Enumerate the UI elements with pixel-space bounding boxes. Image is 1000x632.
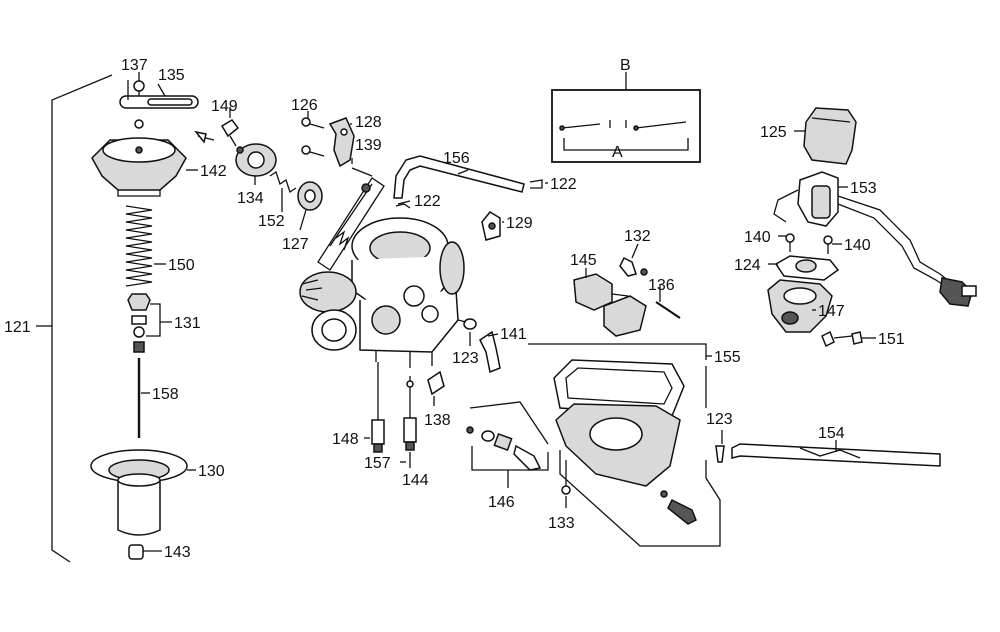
part-134-choke-cover [194,130,277,177]
label-122-right: 122 [550,176,577,193]
float-bowl [553,359,697,525]
label-122-center: 122 [414,193,441,210]
label-123-right: 123 [706,411,733,428]
label-131: 131 [174,315,201,332]
part-127-choke-plunger [297,181,323,211]
label-155: 155 [714,349,741,366]
part-150-spring [125,205,153,287]
label-140-left: 140 [744,229,771,246]
label-141: 141 [500,326,527,343]
part-151-screws [821,330,863,348]
leader-lines-center [229,107,549,488]
box-b-a [551,72,701,163]
label-A: A [612,144,623,161]
leader-lines-left [138,72,198,552]
part-126-screws [301,117,325,157]
label-145: 145 [570,252,597,269]
part-138-bracket [427,370,445,396]
part-143-cap [128,544,144,560]
label-135: 135 [158,67,185,84]
part-135-bracket [119,80,199,109]
part-122-clips [395,179,543,209]
part-152-choke-spring [269,170,297,194]
part-139-pilot-screw-set [317,177,385,271]
label-140-right: 140 [844,237,871,254]
part-153-auto-choke [773,171,977,307]
label-128: 128 [355,114,382,131]
label-130: 130 [198,463,225,480]
leader-lines-right [768,130,876,339]
label-132: 132 [624,228,651,245]
label-136: 136 [648,277,675,294]
label-148: 148 [332,431,359,448]
label-126: 126 [291,97,318,114]
label-129: 129 [506,215,533,232]
label-134: 134 [237,190,264,207]
label-123-center: 123 [452,350,479,367]
part-133-screw [561,460,571,495]
part-147-holder [767,279,833,333]
label-143: 143 [164,544,191,561]
label-157: 157 [364,455,391,472]
part-148-drain-screw [371,362,385,453]
label-121: 121 [4,319,31,336]
assembly-121-bracket [36,74,113,563]
assembly-155-bracket [528,343,721,547]
label-154: 154 [818,425,845,442]
carburetor-body [299,217,465,368]
part-123-clip-center [457,318,477,330]
part-140-screws [785,233,833,254]
leader-lines-float [565,243,837,508]
label-139: 139 [355,137,382,154]
part-141-elbow-hose [479,330,501,374]
part-123-clip-right [715,445,725,463]
part-129-clamp [481,211,501,241]
label-127: 127 [282,236,309,253]
label-150: 150 [168,257,195,274]
label-152: 152 [258,213,285,230]
part-136-float-pin [655,301,681,319]
label-156: 156 [443,150,470,167]
label-146: 146 [488,494,515,511]
label-142: 142 [200,163,227,180]
label-158: 158 [152,386,179,403]
label-125: 125 [760,124,787,141]
label-138: 138 [424,412,451,429]
part-124-gasket [774,255,840,281]
part-156-fuel-hose [393,155,525,199]
part-154-drain-hose [731,443,941,467]
label-149: 149 [211,98,238,115]
label-151: 151 [878,331,905,348]
part-125-boot [803,107,857,165]
part-146-needle-jet-set [466,401,549,471]
label-133: 133 [548,515,575,532]
label-137: 137 [121,57,148,74]
part-157-jet [403,376,417,451]
part-130-diaphragm-slide [90,449,188,536]
label-144: 144 [402,472,429,489]
part-149-screw [220,119,240,147]
callout-labels: 121 137 135 142 150 131 158 130 143 149 … [4,57,905,561]
label-B: B [620,57,631,74]
part-142-carb-top-cover [91,119,187,197]
label-124: 124 [734,257,761,274]
part-128-bracket [328,117,355,168]
part-131-needle-retainer [127,293,151,353]
label-147: 147 [818,303,845,320]
label-153: 153 [850,180,877,197]
part-145-float [573,273,647,337]
part-132-needle-valve [619,256,648,277]
